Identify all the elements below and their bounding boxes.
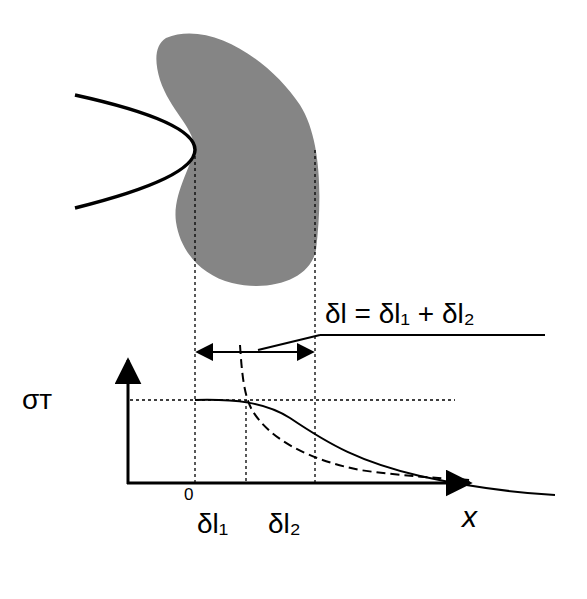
- stress-curve: [195, 400, 555, 495]
- label-underline: [320, 334, 545, 336]
- dimension-arrow: [197, 351, 313, 353]
- leader-line: [258, 335, 320, 350]
- y-axis: [127, 360, 130, 484]
- guide-line: [194, 150, 195, 482]
- axis-label: σт: [22, 386, 52, 414]
- elastic-stress-curve: [240, 345, 470, 480]
- origin-label: 0: [184, 486, 193, 503]
- crack-outline: [75, 95, 195, 208]
- guide-line: [314, 150, 315, 482]
- dimension-label: δl₁: [197, 510, 228, 538]
- dimension-label: δl₂: [268, 510, 301, 538]
- yield-level-line: [130, 399, 455, 400]
- guide-line: [245, 400, 246, 482]
- x-axis: [127, 482, 470, 485]
- plastic-zone: [156, 34, 319, 286]
- axis-label: x: [462, 502, 477, 532]
- dimension-label: δl = δl₁ + δl₂: [325, 300, 475, 328]
